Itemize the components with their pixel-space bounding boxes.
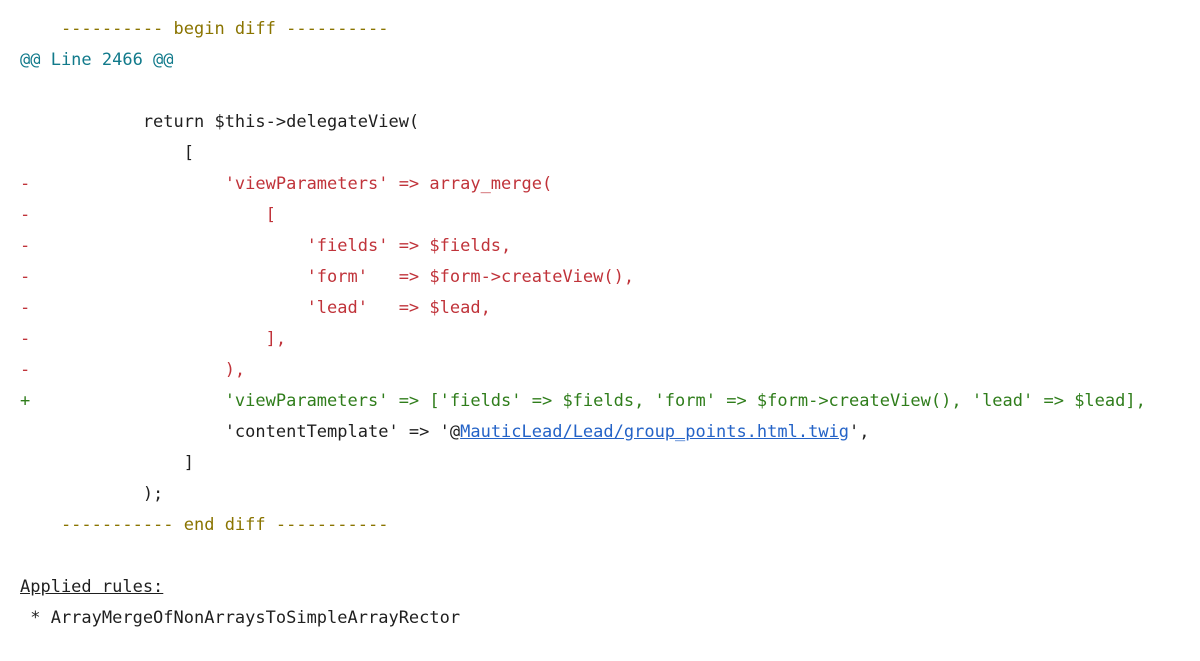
diff-line-ctx — [20, 76, 1190, 107]
diff-line-content-template: 'contentTemplate' => '@MauticLead/Lead/g… — [20, 417, 1190, 448]
applied-rules-list: * ArrayMergeOfNonArraysToSimpleArrayRect… — [20, 603, 1190, 634]
diff-code: 'lead' => $lead, — [20, 298, 491, 318]
diff-line-del: - 'viewParameters' => array_merge( — [20, 174, 553, 194]
diff-line-del: - ), — [20, 360, 246, 380]
diff-code: 'form' => $form->createView(), — [20, 267, 635, 287]
diff-line-ctx: [ — [20, 138, 1190, 169]
diff-closing-lines: ] ); — [20, 448, 1190, 510]
diff-line-del: - ], — [20, 329, 287, 349]
diff-lines: return $this->delegateView( [ - 'viewPara… — [20, 76, 1190, 417]
template-prefix: 'contentTemplate' => '@ — [20, 422, 461, 442]
diff-code: [ — [20, 143, 194, 163]
diff-code: 'fields' => $fields, — [20, 236, 512, 256]
diff-line-ctx: return $this->delegateView( — [20, 107, 1190, 138]
diff-hunk-header: @@ Line 2466 @@ — [20, 50, 174, 70]
diff-code: ] — [20, 453, 194, 473]
diff-begin-separator: ---------- begin diff ---------- — [20, 19, 389, 39]
diff-code: 'viewParameters' => ['fields' => $fields… — [20, 391, 1146, 411]
diff-line-add: + 'viewParameters' => ['fields' => $fiel… — [20, 391, 1146, 411]
diff-code: [ — [20, 205, 276, 225]
console-output: ---------- begin diff ---------- @@ Line… — [20, 14, 1190, 634]
diff-line-del: - [ — [20, 205, 276, 225]
template-path-link[interactable]: MauticLead/Lead/group_points.html.twig — [460, 422, 850, 442]
diff-line-del: - 'fields' => $fields, — [20, 236, 512, 256]
diff-line-ctx: ] — [20, 448, 1190, 479]
applied-rules-title: Applied rules: — [20, 577, 164, 597]
diff-code: ), — [20, 360, 246, 380]
diff-code: 'viewParameters' => array_merge( — [20, 174, 553, 194]
diff-line-del: - 'form' => $form->createView(), — [20, 267, 635, 287]
applied-rules-section: Applied rules: — [20, 572, 1190, 603]
diff-line-del: - 'lead' => $lead, — [20, 298, 491, 318]
diff-code: ], — [20, 329, 287, 349]
blank-line — [20, 541, 1190, 572]
diff-code: return $this->delegateView( — [20, 112, 420, 132]
template-suffix: ', — [849, 422, 870, 442]
diff-end-separator: ----------- end diff ----------- — [20, 515, 389, 535]
diff-code: ); — [20, 484, 164, 504]
diff-line-ctx: ); — [20, 479, 1190, 510]
applied-rule-item: * ArrayMergeOfNonArraysToSimpleArrayRect… — [20, 608, 461, 628]
